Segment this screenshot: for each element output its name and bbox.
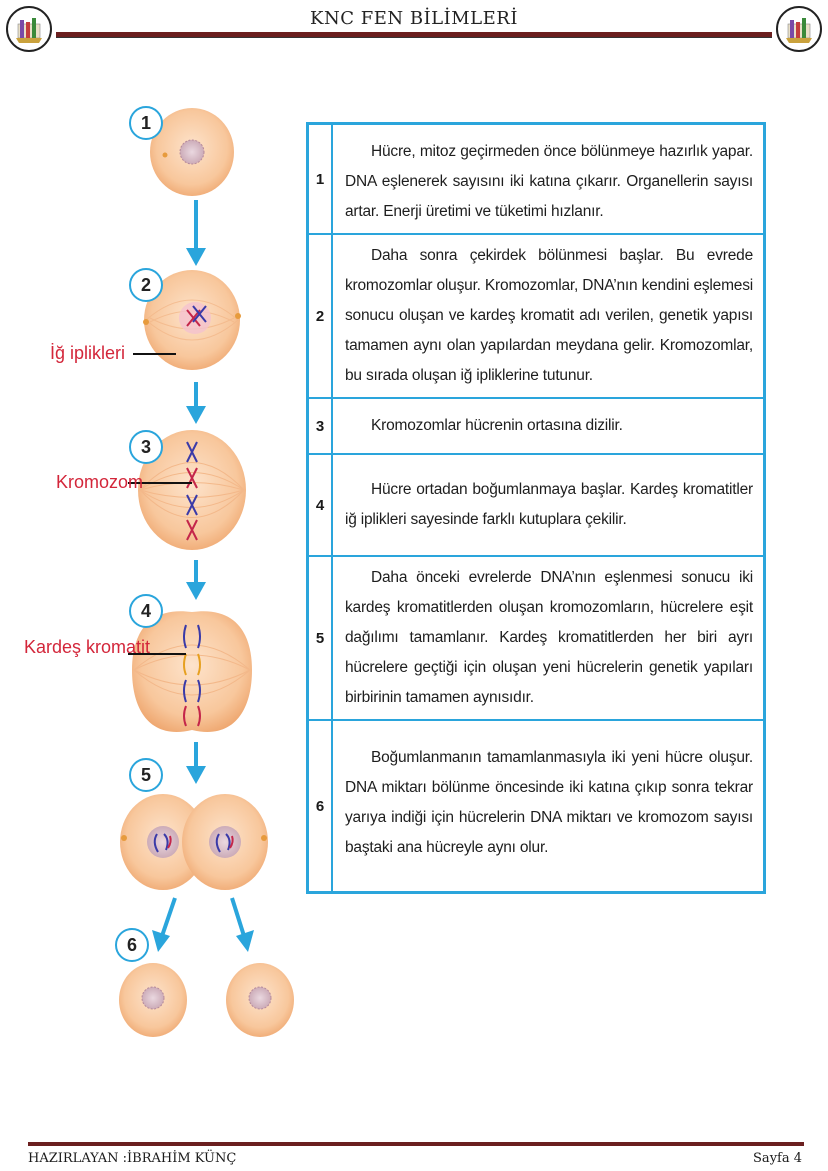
label-sister-chromatid: Kardeş kromatit xyxy=(24,637,151,657)
mitosis-diagram xyxy=(119,108,294,1037)
label-spindle: İğ iplikleri xyxy=(50,343,126,363)
row-text: Kromozomlar hücrenin ortasına dizilir. xyxy=(371,417,623,434)
arrow-icon xyxy=(186,742,206,784)
footer-author: HAZIRLAYAN :İBRAHİM KÜNÇ xyxy=(28,1151,237,1166)
arrow-icon xyxy=(230,897,254,952)
mitosis-figure: 1 2 3 4 5 6 İğ iplikleri Kromozom Kardeş… xyxy=(0,90,300,1070)
footer-page-number: Sayfa 4 xyxy=(753,1151,802,1166)
cell-stage-4 xyxy=(132,611,252,732)
step-number-1: 1 xyxy=(129,106,163,140)
arrow-icon xyxy=(186,382,206,424)
table-row: 6 Boğumlanmanın tamamlanmasıyla iki yeni… xyxy=(309,721,763,891)
cell-stage-3 xyxy=(138,430,246,550)
row-text: Daha sonra çekirdek bölünmesi başlar. Bu… xyxy=(345,247,753,384)
table-row: 1 Hücre, mitoz geçirmeden önce bölünmeye… xyxy=(309,125,763,235)
row-number: 2 xyxy=(309,235,333,397)
logo-right xyxy=(776,6,822,52)
table-row: 4 Hücre ortadan boğumlanmaya başlar. Kar… xyxy=(309,455,763,557)
row-number: 4 xyxy=(309,455,333,555)
table-row: 3 Kromozomlar hücrenin ortasına dizilir. xyxy=(309,399,763,455)
step-number-5: 5 xyxy=(129,758,163,792)
cell-stage-1 xyxy=(150,108,234,196)
arrow-icon xyxy=(152,897,177,952)
header-rule xyxy=(56,32,772,38)
arrow-icon xyxy=(186,560,206,600)
cell-stage-5 xyxy=(120,794,268,890)
step-number-4: 4 xyxy=(129,594,163,628)
arrow-icon xyxy=(186,200,206,266)
row-number: 3 xyxy=(309,399,333,453)
row-text: Daha önceki evrelerde DNA’nın eşlenmesi … xyxy=(345,569,753,706)
step-number-2: 2 xyxy=(129,268,163,302)
row-number: 5 xyxy=(309,557,333,719)
mitosis-steps-table: 1 Hücre, mitoz geçirmeden önce bölünmeye… xyxy=(306,122,766,894)
logo-left xyxy=(6,6,52,52)
table-row: 2 Daha sonra çekirdek bölünmesi başlar. … xyxy=(309,235,763,399)
row-number: 1 xyxy=(309,125,333,233)
row-text: Hücre ortadan boğumlanmaya başlar. Karde… xyxy=(345,481,753,528)
step-number-6: 6 xyxy=(115,928,149,962)
row-text: Boğumlanmanın tamamlanmasıyla iki yeni h… xyxy=(345,749,753,856)
row-number: 6 xyxy=(309,721,333,891)
row-text: Hücre, mitoz geçirmeden önce bölünmeye h… xyxy=(345,143,753,220)
cell-stage-2 xyxy=(143,270,241,370)
header-title: KNC FEN BİLİMLERİ xyxy=(310,8,518,29)
table-row: 5 Daha önceki evrelerde DNA’nın eşlenmes… xyxy=(309,557,763,721)
cell-stage-6 xyxy=(119,963,294,1037)
label-chromosome: Kromozom xyxy=(56,472,144,492)
footer-rule xyxy=(28,1142,804,1146)
step-number-3: 3 xyxy=(129,430,163,464)
